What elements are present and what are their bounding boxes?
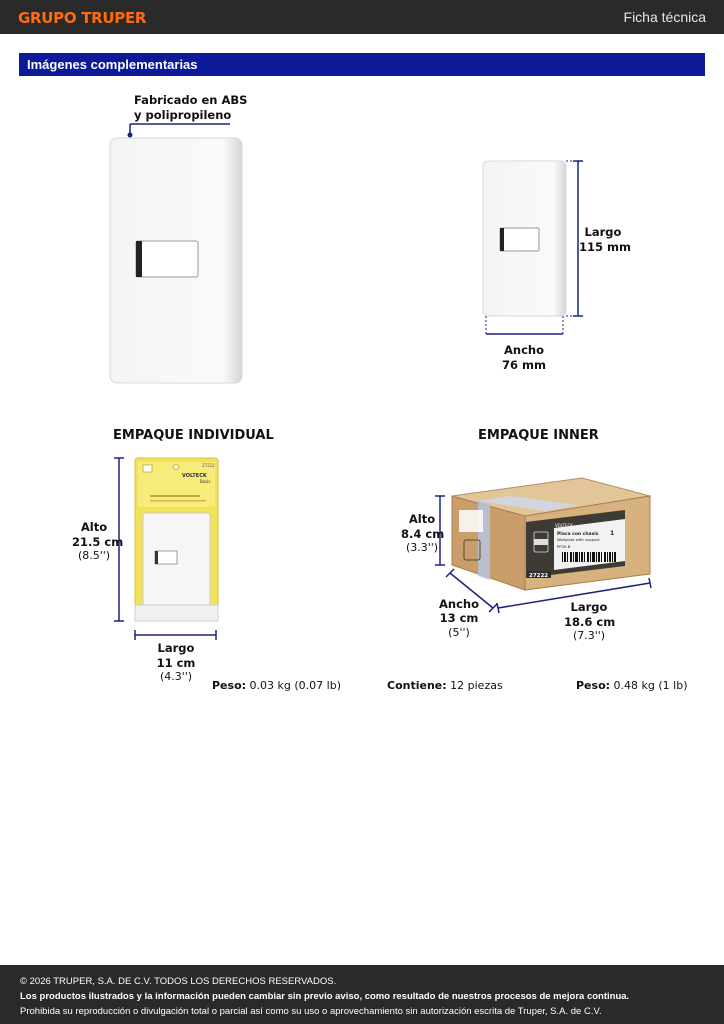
inner-alto-cm: 8.4 cm <box>401 527 445 541</box>
material-callout-line1: Fabricado en ABS <box>134 93 248 107</box>
inner-largo-label: Largo <box>570 600 608 614</box>
individual-largo-in: (4.3'') <box>159 670 193 683</box>
pack-sub: Basic <box>200 479 211 484</box>
inner-ancho-cm: 13 cm <box>439 611 479 625</box>
switch-opening <box>135 240 199 278</box>
inner-weight-label: Peso: <box>576 679 611 692</box>
footer: © 2026 TRUPER, S.A. DE C.V. TODOS LOS DE… <box>0 965 724 1024</box>
inner-ancho-in: (5'') <box>448 626 470 639</box>
small-switch-opening-shadow <box>500 228 504 251</box>
individual-alto-in: (8.5'') <box>77 549 111 562</box>
inner-largo-in: (7.3'') <box>572 629 606 642</box>
individual-weight-label: Peso: <box>212 679 247 692</box>
inner-weight: Peso: 0.48 kg (1 lb) <box>576 679 688 692</box>
individual-largo-cm: 11 cm <box>156 656 196 670</box>
small-switch-opening <box>499 227 540 252</box>
inner-alto-in: (3.3'') <box>405 541 439 554</box>
inner-largo-cm: 18.6 cm <box>564 615 616 629</box>
individual-largo-label: Largo <box>157 641 195 655</box>
footer-legal: Prohibida su reproducción o divulgación … <box>20 1006 602 1017</box>
box-qty: 1 <box>610 530 614 537</box>
individual-package-heading: EMPAQUE INDIVIDUAL <box>113 428 274 443</box>
box-tape-top <box>478 496 580 511</box>
inner-weight-value: 0.48 kg (1 lb) <box>613 679 688 692</box>
individual-weight: Peso: 0.03 kg (0.07 lb) <box>212 679 341 692</box>
top-bar: GRUPO TRUPER Ficha técnica <box>0 0 724 34</box>
wallplate-dimension-image <box>482 160 583 336</box>
hang-hole <box>173 464 179 470</box>
individual-package-image: 27222 VOLTECK Basic <box>114 457 219 640</box>
inner-ancho-label: Ancho <box>439 597 479 611</box>
callout-dot <box>127 132 133 138</box>
switch-opening-shadow <box>136 241 142 277</box>
inner-contents-label: Contiene: <box>387 679 447 692</box>
product-largo-value: 115 mm <box>579 240 631 254</box>
inner-contents: Contiene: 12 piezas <box>387 679 503 692</box>
product-ancho-label: Ancho <box>504 343 544 357</box>
pack-code: 27222 <box>202 463 215 468</box>
box-brand: VOLTECK <box>555 523 573 528</box>
individual-weight-value: 0.03 kg (0.07 lb) <box>249 679 341 692</box>
material-callout-line2: y polipropileno <box>134 108 232 122</box>
box-product: Placa con chasis <box>557 531 599 537</box>
individual-alto-label: Alto <box>80 520 108 534</box>
box-code: 27222 <box>529 573 548 579</box>
inner-contents-value: 12 piezas <box>450 679 503 692</box>
section-header: Imágenes complementarias <box>19 53 705 76</box>
wallplate-large-image <box>109 123 243 384</box>
footer-disclaimer: Los productos ilustrados y la informació… <box>20 991 630 1002</box>
footer-copyright: © 2026 TRUPER, S.A. DE C.V. TODOS LOS DE… <box>20 976 337 987</box>
product-largo-label: Largo <box>584 225 622 239</box>
box-barcode <box>562 552 616 562</box>
section-title: Imágenes complementarias <box>27 57 198 72</box>
inner-package-heading: EMPAQUE INNER <box>478 428 599 443</box>
product-ancho-value: 76 mm <box>502 358 546 372</box>
box-product-en: Wallplate with support <box>557 537 600 542</box>
inner-largo-line <box>497 582 651 609</box>
pack-brand: VOLTECK <box>182 473 208 479</box>
inner-box-image: VOLTECK Placa con chasis Wallplate with … <box>435 477 652 614</box>
inner-alto-label: Alto <box>408 512 436 526</box>
inner-ancho-line <box>449 572 494 609</box>
box-model: PP2E-B <box>557 544 571 549</box>
truper-logo: GRUPO TRUPER <box>18 9 147 27</box>
document-type: Ficha técnica <box>623 9 706 25</box>
individual-alto-cm: 21.5 cm <box>72 535 124 549</box>
